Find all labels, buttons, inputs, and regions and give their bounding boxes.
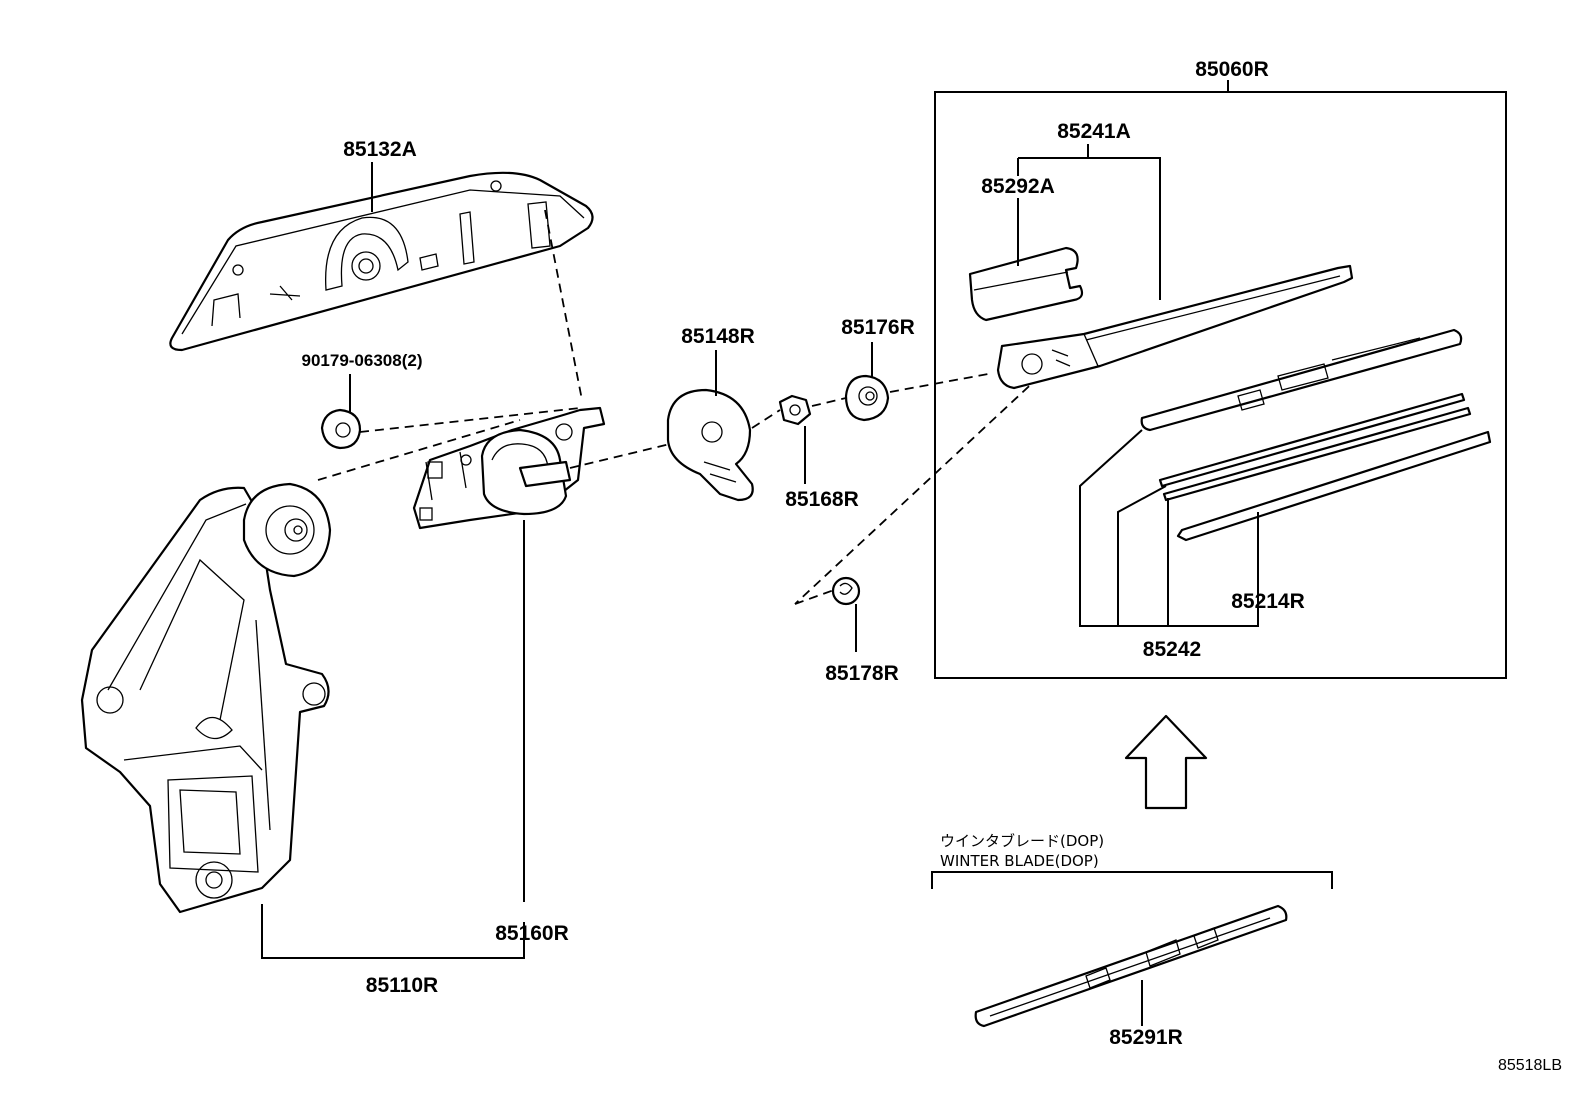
diagram-ref-code: 85518LB [1498,1057,1562,1074]
label-arm-cap: 85292A [981,175,1055,198]
arrow-up-icon [1124,714,1208,810]
wiper-cap[interactable] [666,388,754,502]
blade-rubber[interactable] [1176,430,1492,542]
wiper-motor[interactable] [412,406,606,530]
box-leader-lines [1017,144,1259,627]
screw[interactable] [320,408,362,450]
wiper-motor-cover[interactable] [169,171,594,352]
wiper-arm[interactable] [996,264,1354,390]
label-nut: 85168R [785,488,859,511]
winter-note-jp: ウインタブレード(DOP) [940,832,1104,850]
winter-blade[interactable] [974,904,1288,1028]
label-motor-assy: 85110R [366,974,438,997]
label-screw: 90179-06308(2) [302,351,423,370]
left-leader-lines [261,162,873,959]
label-blade: 85242 [1143,638,1201,661]
assembly-dashed-lines [317,209,1041,605]
wiper-washer[interactable] [844,374,890,422]
arm-blade-set-box [934,91,1507,679]
wiper-clip[interactable] [831,576,861,606]
label-clip: 85178R [825,662,899,685]
label-cap: 85148R [681,325,755,348]
wiper-nut[interactable] [778,394,812,426]
label-washer: 85176R [841,316,915,339]
label-winter-blade: 85291R [1109,1026,1183,1049]
wiper-blade[interactable] [1140,328,1463,432]
label-blade-rubber: 85214R [1231,590,1305,613]
wiper-motor-drum[interactable] [242,482,332,578]
arm-cap[interactable] [968,246,1084,322]
label-arm: 85241A [1057,120,1131,143]
label-cover: 85132A [343,138,417,161]
winter-blade-bracket [931,871,1333,889]
label-arm-blade-set: 85060R [1195,58,1269,81]
blade-rubber-strip[interactable] [1158,392,1472,502]
wiper-motor-bracket[interactable] [80,486,330,914]
winter-note-en: WINTER BLADE(DOP) [940,852,1099,870]
label-motor: 85160R [495,922,569,945]
